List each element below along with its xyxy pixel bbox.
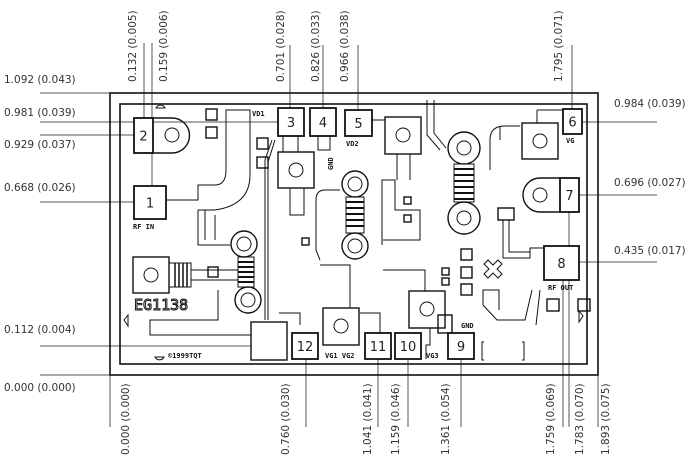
dimension-label: 1.759 (0.069) [545,383,557,455]
pad-number: 3 [287,116,295,131]
dimension-top: 0.701 (0.028) [275,10,291,108]
dimension-label: 0.760 (0.030) [280,383,292,455]
pad-number: 2 [139,130,147,145]
bond-pad-6: 6 [562,108,583,135]
dimension-label: 0.668 (0.026) [4,182,76,194]
die-outline [109,92,599,376]
pad-number: 6 [568,116,576,131]
dimension-label: 0.984 (0.039) [614,98,686,110]
bond-pad-11: 11 [364,332,392,360]
dimension-bottom: 1.893 (0.075) [597,375,612,455]
pad-number: 9 [457,340,465,355]
dimension-left: 0.000 (0.000) [4,374,110,394]
dimension-top: 0.132 (0.005) [127,10,145,118]
dimension-label: 1.361 (0.054) [440,383,452,455]
dimension-label: 0.701 (0.028) [275,10,287,82]
dimension-left: 0.929 (0.037) [4,134,134,151]
dimension-top: 0.966 (0.038) [339,10,359,110]
dimension-label: 1.783 (0.070) [574,383,586,455]
dimension-left: 0.668 (0.026) [4,182,134,203]
pad-number: 4 [319,116,327,131]
pad-labels: RF IN RF OUT VD1 VD2 VG GND GND VG1 VG2 … [133,110,574,360]
pad-number: 7 [565,189,573,204]
dimension-bottom: 1.759 (0.069) [545,280,564,455]
dimension-label: 0.435 (0.017) [614,245,686,257]
pad-number: 8 [557,257,565,272]
dimension-label: 0.826 (0.033) [310,10,322,82]
pad-number: 11 [370,340,387,355]
dimension-right: 0.696 (0.027) [579,177,686,196]
label-gnd-top: GND [327,157,335,170]
dimension-top: 1.795 (0.071) [553,10,573,109]
bond-pad-10: 10 [394,332,422,360]
dimension-label: 1.795 (0.071) [553,10,565,82]
dimension-right: 0.984 (0.039) [582,98,686,123]
label-vd1: VD1 [252,110,265,118]
dimension-label: 0.000 (0.000) [4,382,76,394]
dimension-label: 1.092 (0.043) [4,74,76,86]
dimension-right: 0.435 (0.017) [579,245,686,263]
label-rf-out: RF OUT [548,284,573,292]
dimension-bottom: 1.361 (0.054) [440,359,462,455]
dimension-label: 1.159 (0.046) [390,383,402,455]
bond-pad-7: 7 [559,177,580,213]
label-vg: VG [566,137,574,145]
label-gnd-bottom: GND [461,322,474,330]
chip-marking: EG1138 [134,296,188,314]
pad-number: 12 [297,340,314,355]
dimension-left: 0.112 (0.004) [4,324,251,347]
dimension-label: 0.000 (0.000) [120,383,132,455]
bond-pad-9: 9 [447,332,475,360]
dimension-label: 1.893 (0.075) [600,383,612,455]
bond-pad-5: 5 [344,109,373,137]
dimension-bottom: 0.760 (0.030) [280,359,307,455]
bond-pad-3: 3 [277,107,305,137]
bond-pad-2: 2 [133,117,154,154]
dimension-top: 0.159 (0.006) [151,10,170,186]
circuit-traces [123,100,591,361]
alignment-mark-icon [483,259,503,279]
dimension-label: 0.112 (0.004) [4,324,76,336]
label-rf-in: RF IN [133,223,154,231]
dimension-label: 0.696 (0.027) [614,177,686,189]
dimension-bottom: 1.041 (0.041) [362,359,379,455]
pad-number: 5 [354,117,362,132]
bond-pad-8: 8 [543,245,580,281]
dimension-bottom: 0.000 (0.000) [109,375,132,455]
label-vd2: VD2 [346,140,359,148]
dimension-left: 1.092 (0.043) [4,74,110,94]
pad-number: 10 [400,340,417,355]
pad-number: 1 [146,197,154,212]
dimension-bottom: 1.159 (0.046) [390,359,409,455]
dimension-left: 0.981 (0.039) [4,107,278,123]
copyright-text: ©1999TQT [168,352,202,360]
dimension-label: 0.966 (0.038) [339,10,351,82]
dimension-label: 0.132 (0.005) [127,10,139,82]
bond-pad-12: 12 [291,332,319,360]
dimension-label: 1.041 (0.041) [362,383,374,455]
dimension-annotations: 0.132 (0.005) 0.159 (0.006) 0.701 (0.028) 0… [4,10,686,455]
bond-pad-1: 1 [133,185,167,220]
bond-pad-4: 4 [309,107,337,137]
dimension-top: 0.826 (0.033) [310,10,324,108]
dimension-label: 0.159 (0.006) [158,10,170,82]
dimension-label: 0.981 (0.039) [4,107,76,119]
label-vg3: VG3 [426,352,439,360]
label-vg1-vg2: VG1 VG2 [325,352,355,360]
dimension-label: 0.929 (0.037) [4,139,76,151]
